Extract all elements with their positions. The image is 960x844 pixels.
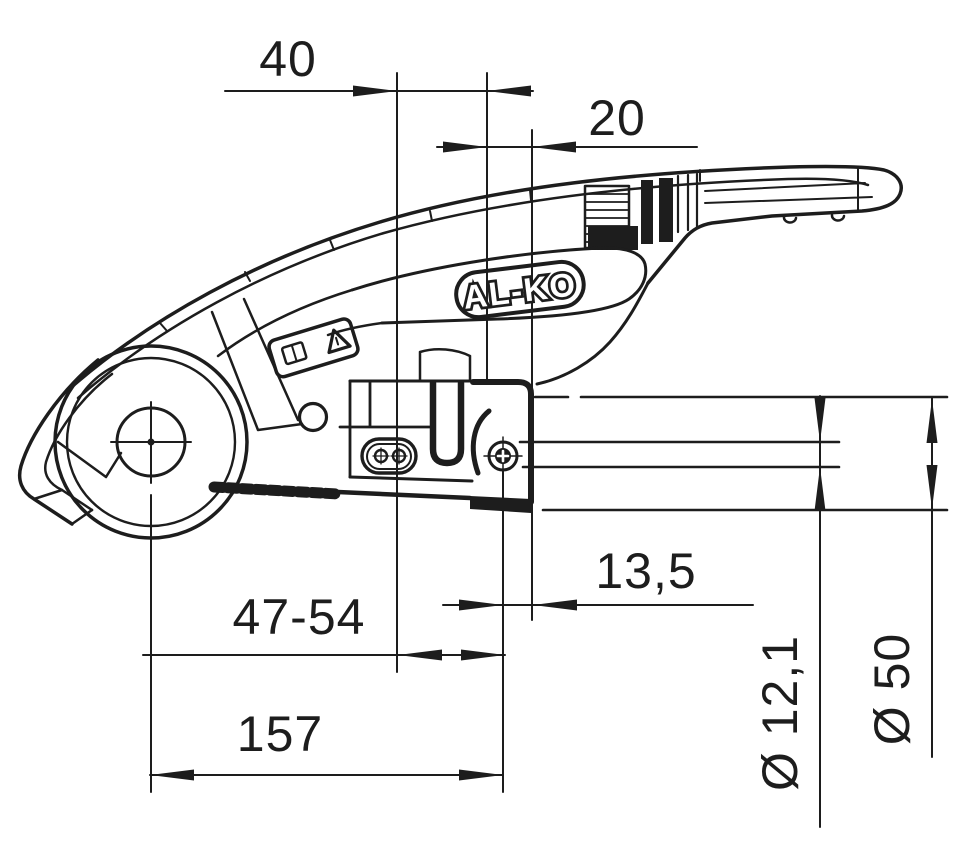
dimension-40: 40 [224,31,534,97]
grip-lock-section [583,172,699,250]
arrowhead [353,85,397,97]
drawbar-tube-lines [518,395,949,512]
manual-book-icon [280,341,308,366]
body-pillars [210,297,329,433]
bolt-housing [470,379,534,505]
arrowhead [459,599,503,611]
arrowhead [398,649,442,661]
dimension-157: 157 [149,706,504,781]
label-plate-outline [267,317,360,379]
dimension-label: 157 [237,706,323,762]
dimension-13-5: 13,5 [442,543,754,611]
dimension-hole-diameter: Ø 12,1 [752,395,826,828]
clamp-mechanism [208,347,534,513]
coupling-body: AL-KO [17,164,949,540]
arrowhead [926,465,938,509]
handle-lever [66,164,903,400]
arrowhead [926,399,938,443]
dimension-label: 40 [259,31,317,87]
arrowhead [814,467,826,511]
dimension-label: Ø 12,1 [752,635,808,791]
logo-panel: AL-KO [216,246,648,358]
extension-lines [150,72,533,793]
pivot-circle [297,401,329,433]
warning-triangle-icon [327,328,352,355]
bolt-hole [483,436,523,476]
dimension-label: 20 [588,90,646,146]
clamp-u-channel [429,379,465,467]
ball-socket-inner-circle [65,356,237,528]
dimension-label: 47-54 [233,589,366,645]
arrowhead [459,769,503,781]
dimension-label: 13,5 [595,543,696,599]
arrowhead [487,85,531,97]
handle-outline [66,164,903,392]
dimensions: 40 20 13,5 47-54 157 [142,31,938,828]
handle-rear-edge [535,281,650,386]
arrowhead [533,599,577,611]
friction-pads [360,437,418,475]
softdock-label-plate [267,317,360,379]
handle-ribs [159,169,701,332]
arrowhead [150,769,194,781]
dimension-label: Ø 50 [864,633,920,745]
alko-logo-outline [454,259,586,320]
arrowhead [814,398,826,442]
dimension-tube-diameter: Ø 50 [864,397,938,758]
arrowhead [461,649,505,661]
dimension-47-54: 47-54 [142,589,506,661]
friction-teeth [208,481,344,500]
arrowhead [443,141,487,153]
handle-clips [782,213,846,224]
alko-logo: AL-KO [454,259,586,320]
dimension-20: 20 [436,90,698,153]
handle-inner-arc [76,177,870,400]
arrowhead [532,141,576,153]
nose [17,358,123,526]
ball-center-dot [147,438,155,446]
